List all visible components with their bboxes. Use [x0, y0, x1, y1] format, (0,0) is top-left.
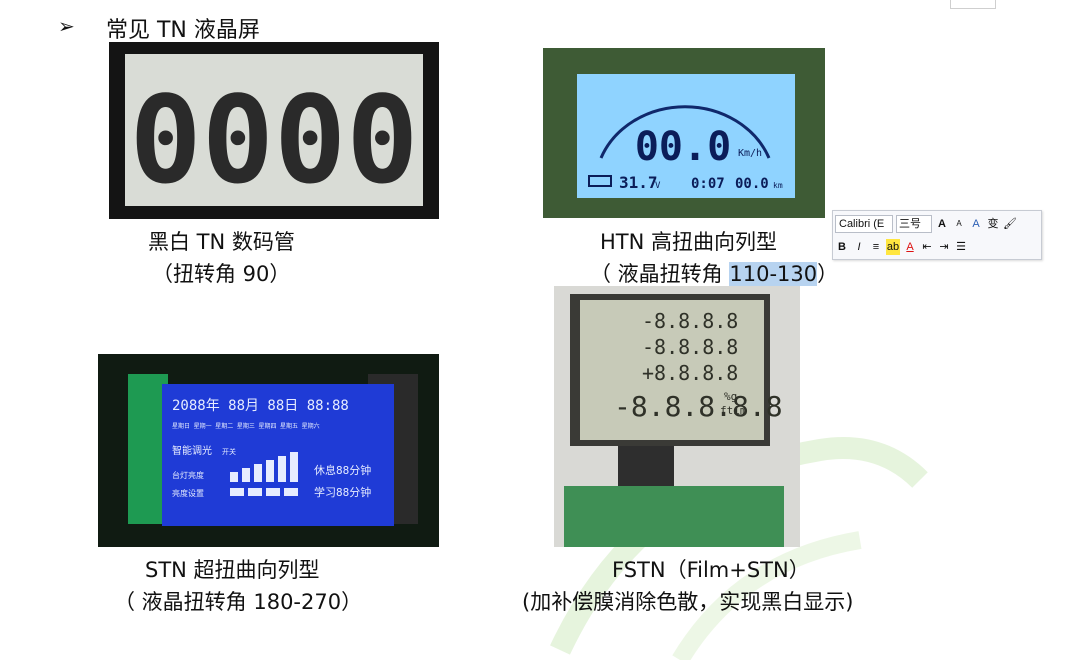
htn-time: 0:07	[691, 176, 725, 192]
tn-display-photo: 0000	[109, 42, 439, 219]
htn-caption-angle: （ 液晶扭转角 110-130）	[590, 262, 839, 286]
stn-weekdays: 星期日 星期一 星期二 星期三 星期四 星期五 星期六	[172, 422, 320, 430]
font-size-select[interactable]: 三号	[896, 215, 932, 233]
htn-caption-title: HTN 高扭曲向列型	[600, 230, 778, 254]
styles-button[interactable]: A	[972, 218, 980, 230]
htn-display-photo: 00.0 Km/h 31.7 V 0:07 00.0 km	[543, 48, 825, 218]
stn-display-photo: 2088年 88月 88日 88:88 星期日 星期一 星期二 星期三 星期四 …	[98, 354, 439, 547]
fstn-row1: -8.8.8.8	[642, 309, 738, 333]
stn-level-bars	[230, 452, 298, 496]
fstn-caption-desc: (加补偿膜消除色散，实现黑白显示)	[522, 590, 854, 614]
stn-brightness-label: 亮度设置	[172, 488, 204, 498]
phonetic-guide-button[interactable]: 变	[987, 218, 999, 230]
fstn-unit-pct: %g	[724, 390, 737, 403]
fstn-display-photo: -8.8.8.8 -8.8.8.8 +8.8.8.8 -8.8.8.8.8 %g…	[554, 286, 800, 547]
fstn-row4: -8.8.8.8.8	[614, 390, 783, 423]
fstn-caption-title: FSTN（Film+STN）	[612, 558, 810, 582]
stn-rest: 休息88分钟	[314, 463, 371, 477]
htn-distance-unit: km	[773, 181, 783, 190]
grow-font-button[interactable]: A	[938, 218, 946, 230]
stn-smart-label: 智能调光	[172, 444, 212, 457]
stn-lamp-label: 台灯亮度	[172, 470, 204, 480]
font-color-button[interactable]: A	[906, 241, 914, 253]
increase-indent-icon[interactable]: ⇥	[939, 241, 949, 253]
fstn-unit-ftim: ftim	[720, 404, 747, 417]
htn-voltage-unit: V	[655, 181, 661, 191]
stn-date: 2088年 88月 88日 88:88	[172, 398, 349, 414]
stn-study: 学习88分钟	[314, 485, 371, 499]
htn-voltage: 31.7	[619, 173, 658, 192]
htn-distance: 00.0	[735, 176, 769, 192]
htn-speed-unit: Km/h	[738, 148, 762, 159]
stn-switch-label: 开关	[222, 447, 236, 456]
bullets-icon[interactable]: ☰	[956, 241, 966, 253]
corner-frame	[950, 0, 996, 9]
decrease-indent-icon[interactable]: ⇤	[922, 241, 932, 253]
htn-speed: 00.0	[635, 124, 731, 170]
shrink-font-button[interactable]: A	[956, 219, 962, 228]
bullet-arrow-icon: ➢	[58, 14, 75, 38]
fstn-row2: -8.8.8.8	[642, 335, 738, 359]
stn-caption-angle: （ 液晶扭转角 180-270）	[114, 590, 363, 614]
selected-text: 110-130	[729, 262, 818, 286]
bold-button[interactable]: B	[838, 241, 846, 253]
center-align-button[interactable]: ≡	[872, 241, 880, 253]
italic-button[interactable]: I	[857, 241, 861, 253]
mini-format-toolbar[interactable]: Calibri (E 三号 A A A 变 🖌 B I ≡ ab A ⇤ ⇥ ☰	[832, 210, 1042, 260]
tn-digits: 0000	[130, 72, 419, 211]
tn-caption-title: 黑白 TN 数码管	[148, 230, 295, 254]
slide-heading: 常见 TN 液晶屏	[106, 18, 260, 43]
format-painter-icon[interactable]: 🖌	[1003, 218, 1017, 230]
tn-caption-angle: （扭转角 90）	[152, 262, 291, 286]
font-name-select[interactable]: Calibri (E	[835, 215, 893, 233]
highlight-button[interactable]: ab	[886, 239, 900, 255]
fstn-row3: +8.8.8.8	[642, 361, 738, 385]
stn-caption-title: STN 超扭曲向列型	[145, 558, 320, 582]
